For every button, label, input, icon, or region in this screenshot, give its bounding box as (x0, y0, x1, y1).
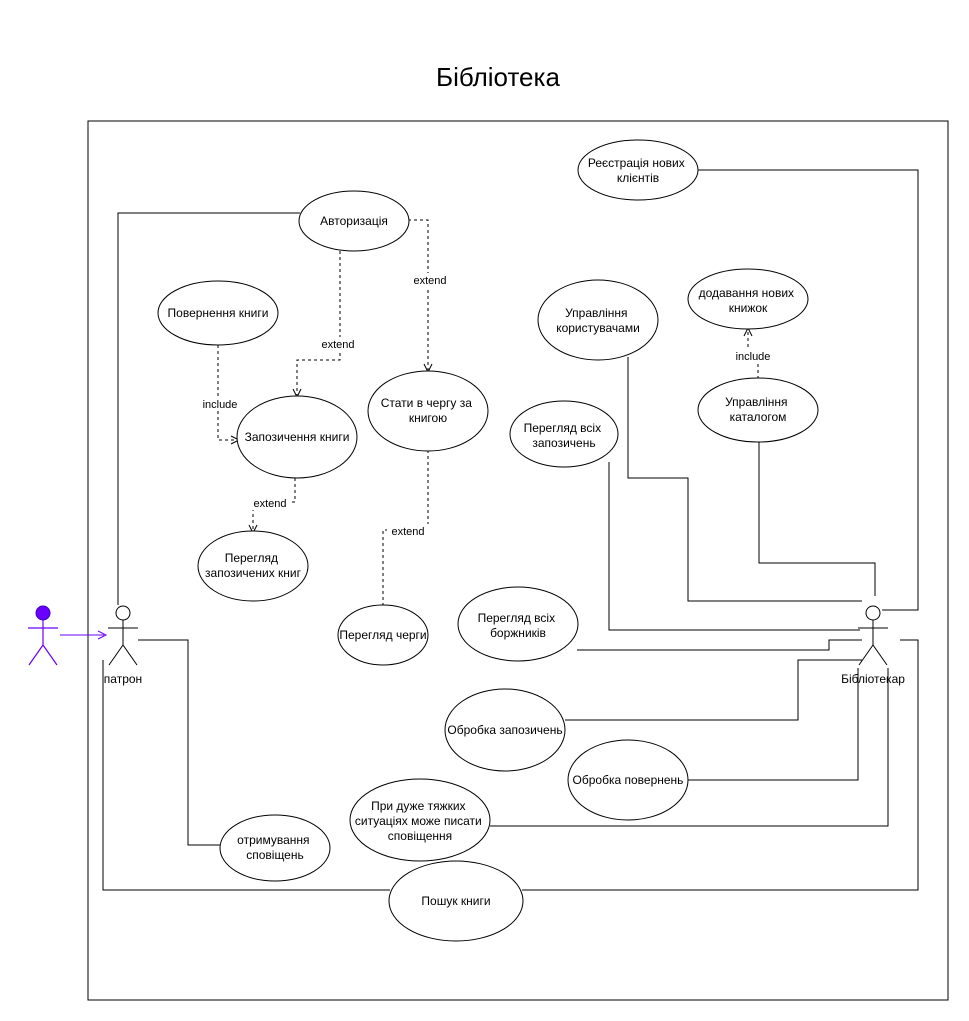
use-case-label: Запозичення книги (245, 430, 350, 444)
actor-patron[interactable]: патрон (104, 605, 142, 686)
include-label: include (736, 351, 771, 363)
use-case-process-borrowings[interactable]: Обробка запозичень (444, 688, 566, 772)
use-case-label: Пошук книги (421, 894, 490, 908)
use-case-label: отримування сповіщень (237, 833, 313, 862)
use-case-label: Перегляд запозичених книг (205, 551, 302, 580)
relation-labels: extend extend include extend extend incl… (199, 273, 774, 538)
use-case-receive-notifications[interactable]: отримування сповіщень (219, 814, 331, 882)
use-case-label: При дуже тяжких ситуаціях може писати сп… (355, 799, 485, 843)
use-case-label: Перегляд всіх боржників (478, 611, 559, 640)
include-label: include (203, 399, 238, 411)
assoc-librarian-view-debtors (577, 639, 862, 651)
use-case-add-books[interactable]: додавання нових книжок (687, 268, 809, 330)
use-case-borrow-book[interactable]: Запозичення книги (236, 395, 358, 479)
stick-figure-icon (108, 605, 138, 666)
use-case-label: Перегляд черги (339, 628, 426, 642)
assoc-librarian-manage-users (627, 357, 862, 602)
use-case-label: Реєстрація нових клієнтів (588, 156, 688, 185)
use-case-search-book[interactable]: Пошук книги (388, 860, 524, 942)
use-case-queue-book[interactable]: Стати в чергу за книгою (367, 370, 489, 452)
generalization-arrow (60, 630, 108, 640)
assoc-librarian-process-borrowings (565, 659, 862, 721)
use-case-label: Управління користувачами (556, 306, 640, 335)
stick-figure-icon (858, 605, 888, 666)
use-case-label: Перегляд всіх запозичень (524, 421, 605, 450)
actor-label: Бібліотекар (841, 672, 905, 686)
extend-label: extend (413, 275, 446, 287)
assoc-librarian-process-returns (687, 668, 859, 781)
use-case-view-queue[interactable]: Перегляд черги (337, 604, 429, 666)
use-case-emergency-notifications[interactable]: При дуже тяжких ситуаціях може писати сп… (349, 778, 491, 862)
use-case-label: додавання нових книжок (699, 286, 798, 315)
assoc-librarian-view-borrowings (608, 462, 860, 631)
use-case-return-book[interactable]: Повернення книги (157, 280, 279, 346)
use-case-manage-catalog[interactable]: Управління каталогом (697, 377, 819, 443)
use-case-view-borrowed[interactable]: Перегляд запозичених книг (197, 530, 309, 602)
purple-actor-icon (28, 605, 58, 666)
association-lines (102, 169, 919, 891)
extend-label: extend (321, 339, 354, 351)
extend-authorization-borrow (296, 251, 341, 395)
assoc-librarian-registration (697, 169, 919, 611)
assoc-patron-notifications (138, 639, 220, 846)
use-case-label: Авторизація (320, 214, 388, 228)
diagram-title: Бібліотека (436, 62, 560, 92)
assoc-librarian-search (522, 639, 919, 891)
actor-librarian[interactable]: Бібліотекар (841, 605, 905, 686)
use-case-label: Стати в чергу за книгою (381, 396, 476, 425)
actor-label: патрон (104, 672, 142, 686)
extend-label: extend (253, 498, 286, 510)
use-case-registration[interactable]: Реєстрація нових клієнтів (577, 139, 699, 201)
assoc-librarian-manage-catalog (758, 442, 876, 596)
assoc-librarian-emergency-notifications (490, 668, 889, 827)
use-case-process-returns[interactable]: Обробка повернень (567, 739, 689, 821)
assoc-patron-search (102, 660, 390, 891)
system-boundary (87, 120, 949, 1001)
use-case-label: Обробка повернень (573, 773, 684, 787)
include-return-borrow (217, 345, 238, 441)
extend-authorization-queue (408, 219, 429, 370)
use-case-label: Управління каталогом (725, 395, 791, 424)
assoc-patron-authorization (117, 212, 300, 605)
use-case-manage-users[interactable]: Управління користувачами (537, 279, 659, 361)
use-case-label: Обробка запозичень (447, 723, 562, 737)
use-case-view-debtors[interactable]: Перегляд всіх боржників (457, 586, 579, 662)
extend-label: extend (391, 526, 424, 538)
use-case-view-all-borrowings[interactable]: Перегляд всіх запозичень (509, 400, 619, 468)
use-case-label: Повернення книги (168, 306, 269, 320)
use-case-authorization[interactable]: Авторизація (298, 190, 410, 252)
